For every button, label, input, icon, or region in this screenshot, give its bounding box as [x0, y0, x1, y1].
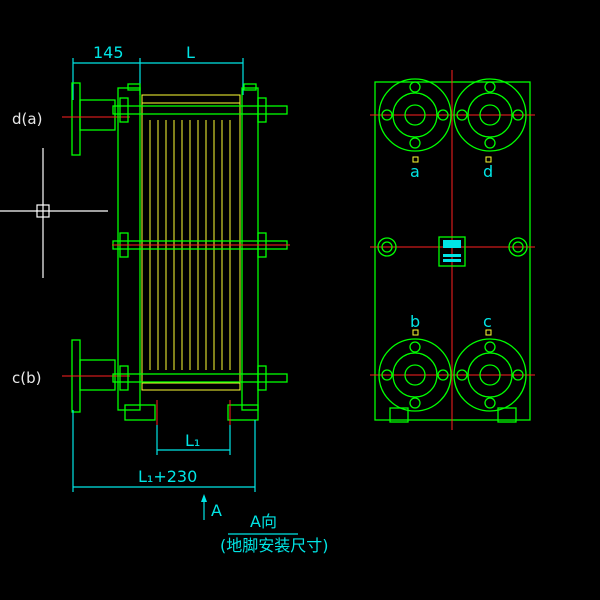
dim-L1-label: L₁	[185, 431, 200, 450]
dim-L-label: L	[186, 43, 195, 62]
dim-145-label: 145	[93, 43, 124, 62]
tie-bolts	[112, 97, 288, 391]
caption-subtitle: (地脚安装尺寸)	[220, 536, 329, 555]
plate-pack	[141, 94, 241, 391]
dim-L1-plus-230-label: L₁+230	[138, 467, 197, 486]
port-c-b-label: c(b)	[12, 369, 41, 387]
port-d-label: d	[483, 162, 493, 181]
side-view: a d b c	[370, 70, 535, 430]
nameplate-icon	[438, 236, 466, 267]
port-c-label: c	[483, 312, 492, 331]
port-a-label: a	[410, 162, 420, 181]
crosshair-cursor-icon	[0, 148, 108, 278]
port-d-a-label: d(a)	[12, 110, 42, 128]
port-b-label: b	[410, 312, 420, 331]
port-flanges	[377, 78, 528, 423]
caption-title: A向	[250, 512, 277, 531]
front-view: 145 L	[12, 43, 290, 520]
view-A-label: A	[211, 501, 222, 520]
